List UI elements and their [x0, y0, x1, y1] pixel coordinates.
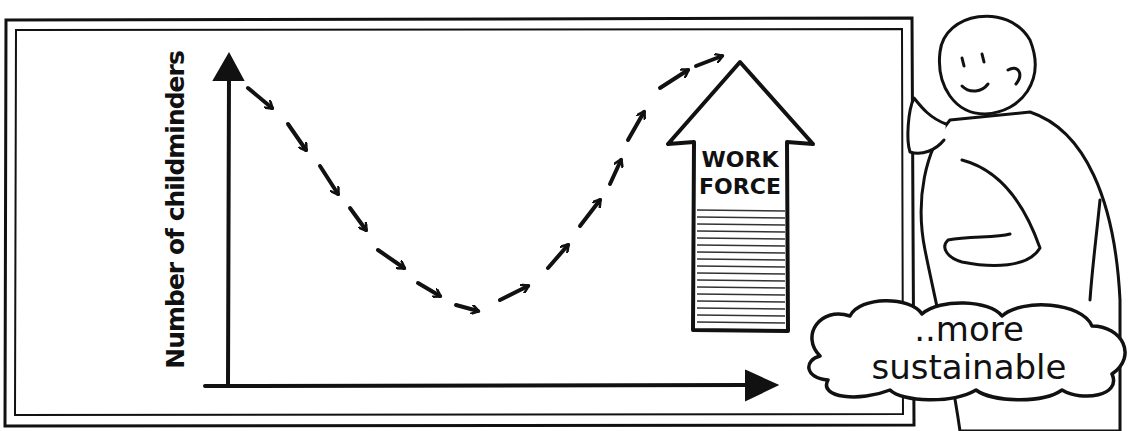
trend-dash — [378, 250, 404, 268]
x-axis-head — [746, 371, 777, 400]
trend-dash — [660, 70, 688, 88]
cloud-text: ..more sustainable — [836, 310, 1102, 386]
trend-dash — [610, 160, 621, 184]
board-inner-frame — [15, 29, 903, 415]
trend-curve — [248, 56, 722, 311]
arrow-label-box: WORK FORCE — [692, 146, 788, 200]
presenter-ear — [1008, 68, 1020, 84]
presenter-head — [939, 16, 1035, 114]
speech-cloud: ..more sustainable — [800, 296, 1134, 402]
trend-dash — [248, 88, 272, 108]
trend-dash — [628, 112, 644, 140]
trend-dash — [580, 200, 600, 226]
arrow-hatching — [697, 210, 785, 323]
presenter-fold — [1090, 200, 1100, 300]
y-axis — [228, 75, 229, 385]
arrow-shape — [668, 62, 813, 331]
workforce-arrow: WORK FORCE — [666, 60, 816, 334]
presenter-eye — [982, 54, 984, 62]
presenter-hand-on-board — [908, 98, 946, 153]
trend-dash — [320, 166, 338, 194]
presenter-arm — [945, 160, 1040, 265]
presenter-eye — [962, 58, 964, 66]
axis-label: Number of childminders — [161, 51, 191, 369]
trend-dash — [696, 56, 722, 66]
y-axis-head — [214, 54, 243, 80]
cloud-shape — [809, 301, 1125, 400]
presenter-smile — [962, 84, 988, 91]
trend-dash — [288, 124, 306, 150]
x-axis — [205, 385, 748, 386]
trend-dash — [500, 286, 528, 300]
board-frame — [5, 18, 914, 426]
trend-dash — [418, 283, 440, 296]
arrow-label: WORK FORCE — [692, 146, 788, 200]
cloud-text-box: ..more sustainable — [836, 310, 1102, 386]
trend-dash — [456, 305, 478, 311]
trend-dash — [548, 245, 568, 268]
trend-dash — [350, 208, 366, 230]
